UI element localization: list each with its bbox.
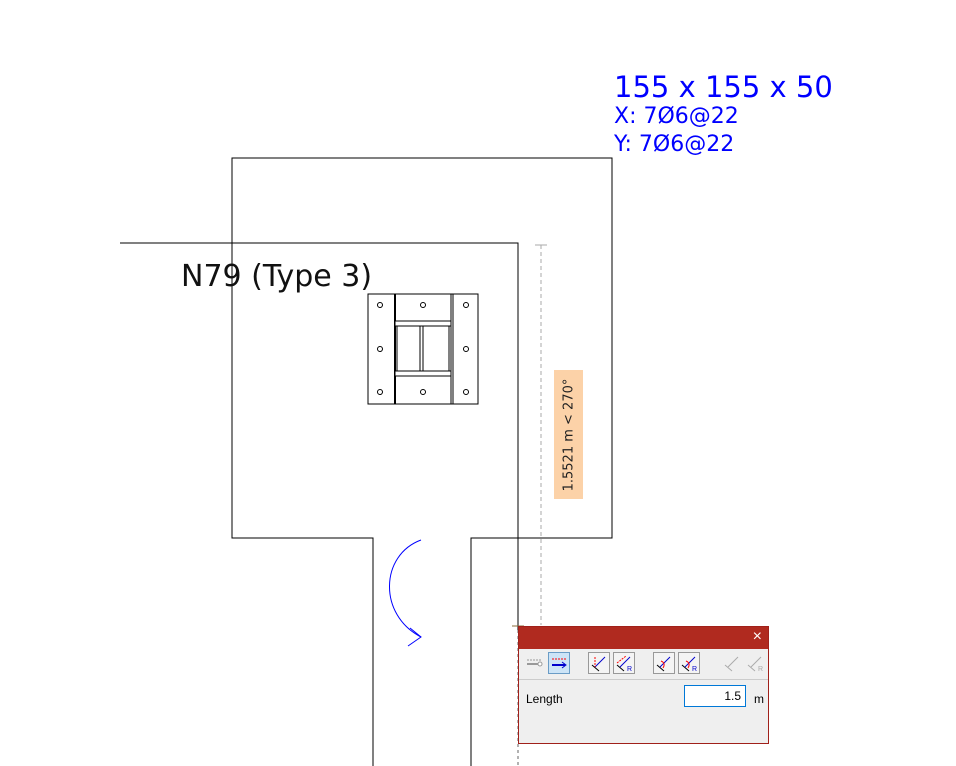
length-input[interactable]: [684, 685, 746, 707]
beam-line: [120, 242, 519, 630]
length-unit: m: [754, 692, 764, 706]
measurement-text: 1.5521 m < 270°: [561, 378, 576, 491]
arc-angle-relative-icon[interactable]: R: [678, 652, 700, 674]
footing-outline: [231, 157, 613, 766]
angle-dimension-icon[interactable]: [588, 652, 610, 674]
column-baseplate: [367, 293, 479, 405]
fixed-length-icon[interactable]: [523, 652, 545, 674]
close-icon[interactable]: ×: [752, 628, 762, 645]
measurement-label: 1.5521 m < 270°: [554, 370, 583, 499]
svg-text:R: R: [627, 666, 632, 673]
angle-dimension-relative-icon[interactable]: R: [613, 652, 635, 674]
svg-text:R: R: [758, 666, 763, 673]
length-label: Length: [526, 692, 563, 706]
arc-angle-icon[interactable]: [653, 652, 675, 674]
footing-dimensions: 155 x 155 x 50: [614, 70, 833, 104]
rotation-arrow-icon: [389, 539, 422, 647]
length-arrow-icon[interactable]: [548, 652, 570, 674]
rebar-x-label: X: 7Ø6@22: [614, 104, 739, 129]
rebar-y-label: Y: 7Ø6@22: [614, 132, 735, 157]
svg-text:R: R: [692, 666, 697, 673]
node-label: N79 (Type 3): [181, 259, 373, 294]
length-dialog: × R R R Length m: [518, 626, 769, 744]
disabled-angle-relative-icon[interactable]: R: [744, 652, 766, 674]
dialog-toolbar: R R R: [519, 649, 768, 680]
disabled-angle-icon[interactable]: [721, 652, 743, 674]
dialog-titlebar[interactable]: ×: [519, 627, 768, 649]
